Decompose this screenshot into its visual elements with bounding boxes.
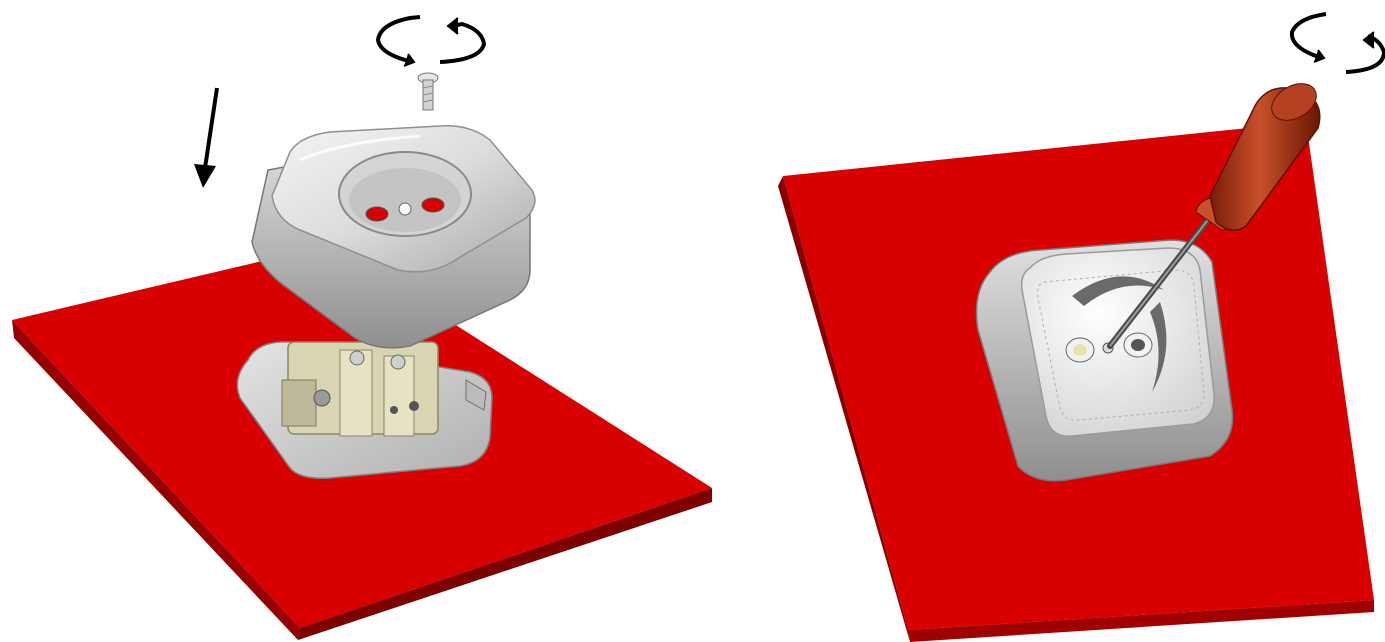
installed-socket (977, 240, 1233, 481)
terminal-block (282, 342, 438, 436)
rotate-arrows-icon (1292, 14, 1384, 72)
rotate-arrows-icon (378, 17, 484, 66)
screw-icon (418, 73, 438, 110)
left-panel (12, 17, 712, 640)
right-panel (778, 14, 1384, 642)
down-arrow-icon (194, 88, 217, 188)
